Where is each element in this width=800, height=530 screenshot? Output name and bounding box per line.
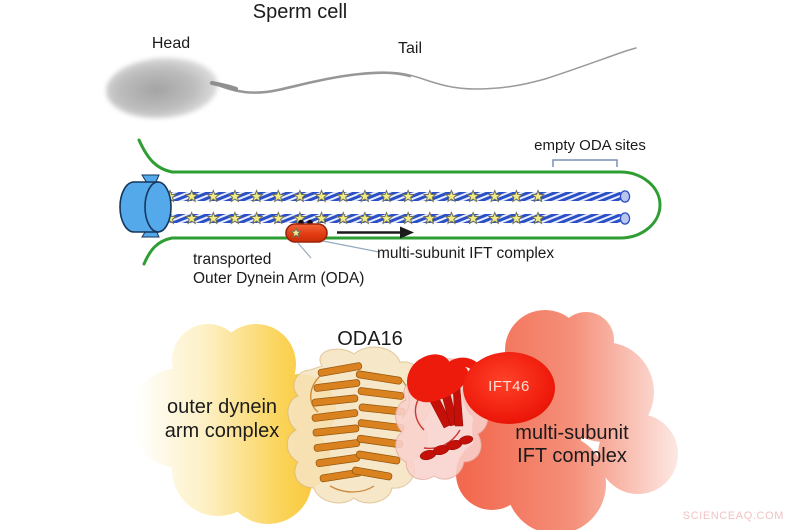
outer-dynein-arm-cloud <box>130 324 336 524</box>
ift-complex-label-line1: multi-subunit <box>515 422 629 444</box>
oda-site-star-icon <box>357 211 372 225</box>
head-label: Head <box>151 35 191 52</box>
ift46-bubble <box>463 352 555 424</box>
leader-line-transported <box>297 242 312 259</box>
oda-site-star-icon <box>336 189 351 203</box>
oda-site-star-icon <box>314 189 329 203</box>
oda-site-star-icon <box>206 189 221 203</box>
sperm-head <box>106 57 218 119</box>
oda-site-star-icon <box>530 189 546 203</box>
watermark: SCIENCEAQ.COM <box>682 510 784 522</box>
oda-site-star-icon <box>530 211 546 225</box>
oda-site-star-icon <box>379 189 394 203</box>
oda-site-star-icon <box>401 189 416 203</box>
oda-site-star-icon <box>184 189 199 203</box>
leader-line-ift <box>322 240 380 253</box>
oda-site-star-icon <box>487 211 502 225</box>
cargo-star-icon <box>289 226 303 239</box>
oda-site-star-icon <box>184 211 199 225</box>
flagellar-membrane <box>137 138 662 266</box>
oda-site-star-icon <box>466 211 481 225</box>
oda-site-star-icon <box>401 211 416 225</box>
ift-complex-label: multi-subunit IFT complex <box>470 422 674 468</box>
oda-site-star-icon <box>271 211 286 225</box>
transported-oda-label-line1: transported <box>193 251 272 268</box>
ift-complex-cloud <box>456 310 678 530</box>
oda-site-star-icon <box>227 211 243 225</box>
ift46-label: IFT46 <box>488 378 530 395</box>
oda-site-star-icon <box>509 211 524 225</box>
oda-site-star-icon <box>206 211 221 225</box>
oda-site-star-icon <box>336 211 351 225</box>
figure-title: Sperm cell <box>252 1 348 23</box>
ift-complex-mid-label: multi-subunit IFT complex <box>377 245 555 262</box>
sperm-tail-thick <box>212 71 412 94</box>
oda-site-star-icon <box>422 189 437 203</box>
outer-dynein-arm-label: outer dynein arm complex <box>120 395 324 443</box>
oda-site-star-icon <box>314 211 329 225</box>
oda-site-star-icon <box>509 189 524 203</box>
oda-site-star-icon <box>379 211 394 225</box>
oda-site-star-icon <box>444 189 459 203</box>
molecular-panel <box>130 310 678 530</box>
bracket-icon <box>552 159 618 167</box>
transported-oda-cargo <box>285 219 328 243</box>
microtubule-top-end <box>619 190 631 203</box>
oda-site-star-icon <box>292 189 307 203</box>
oda-site-star-icon <box>227 189 243 203</box>
sperm-cell-illustration <box>106 47 637 119</box>
transported-oda-label: transported Outer Dynein Arm (ODA) <box>193 250 364 288</box>
oda-site-star-icon <box>249 211 264 225</box>
sperm-neck <box>209 80 239 92</box>
oda-site-star-icon <box>444 211 459 225</box>
oda-site-star-icon <box>487 189 502 203</box>
empty-oda-sites-label: empty ODA sites <box>534 137 646 154</box>
oda-site-star-icon <box>466 189 481 203</box>
basal-body <box>119 181 172 233</box>
tail-label: Tail <box>397 40 422 57</box>
oda-site-star-icon <box>249 189 264 203</box>
oda-site-star-icon <box>271 189 286 203</box>
cargo-star-icon <box>289 226 303 239</box>
microtubule-bottom-end <box>619 212 631 225</box>
oda-site-star-icon <box>357 189 372 203</box>
flagellum-diagram <box>119 138 662 266</box>
right-arrow-icon <box>337 226 414 239</box>
outer-dynein-arm-label-line2: arm complex <box>164 420 280 442</box>
oda-site-star-icon <box>422 211 437 225</box>
ift-complex-label-line2: IFT complex <box>517 445 627 467</box>
transported-oda-label-line2: Outer Dynein Arm (ODA) <box>193 270 365 287</box>
oda16-label: ODA16 <box>337 328 403 350</box>
outer-dynein-arm-label-line1: outer dynein <box>166 396 278 418</box>
